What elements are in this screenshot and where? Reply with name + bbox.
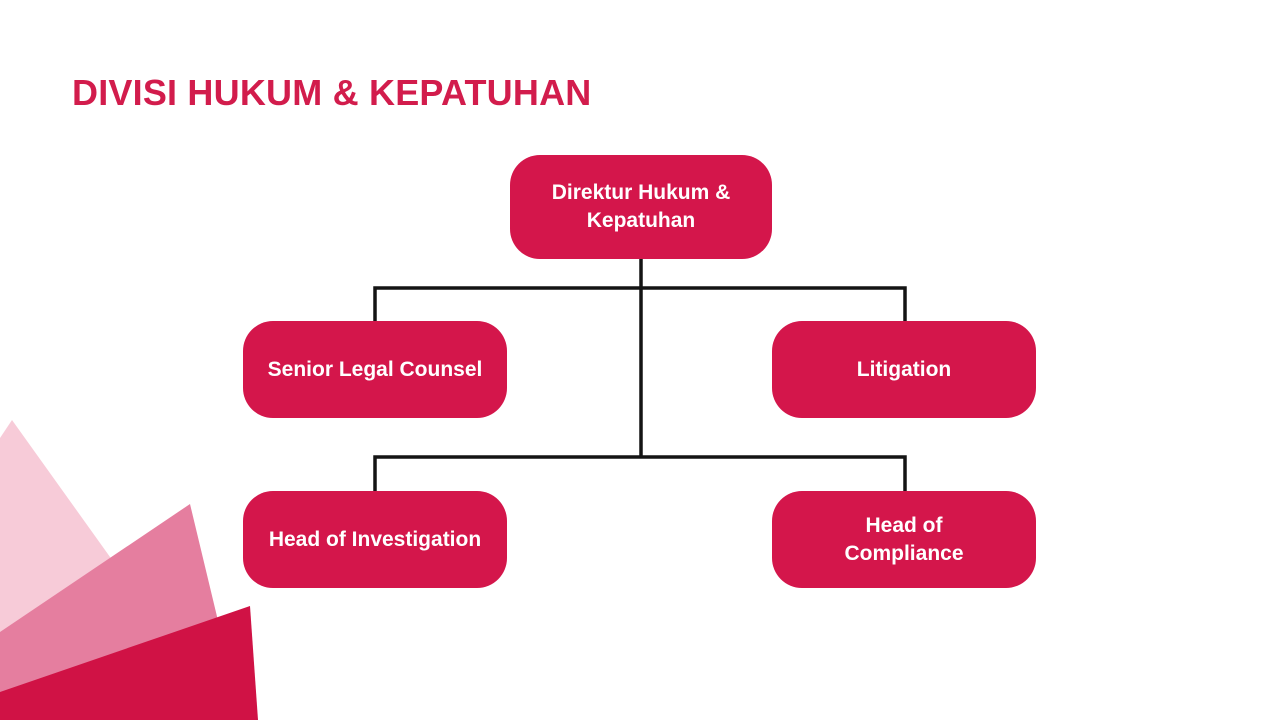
org-node-label: Head of Investigation [268,527,482,551]
connector-lines [373,258,907,491]
org-node-senior-legal-counsel: Senior Legal Counsel [243,321,507,418]
org-node-head-of-investigation: Head of Investigation [243,491,507,588]
connector-level2 [373,286,907,321]
org-node-label: Direktur Hukum & Kepatuhan [551,181,731,232]
corner-decoration [0,420,258,720]
page-title: DIVISI HUKUM & KEPATUHAN [72,72,592,113]
decor-triangle-dark [0,606,258,720]
connector-level3 [373,455,907,491]
org-node-label: Head of Compliance [844,513,964,565]
org-node-direktur-hukum-kepatuhan: Direktur Hukum & Kepatuhan [510,155,772,259]
org-node-label: Senior Legal Counsel [267,357,483,381]
org-node-head-of-compliance: Head of Compliance [772,491,1036,588]
org-node-litigation: Litigation [772,321,1036,418]
org-node-label: Litigation [856,357,952,381]
